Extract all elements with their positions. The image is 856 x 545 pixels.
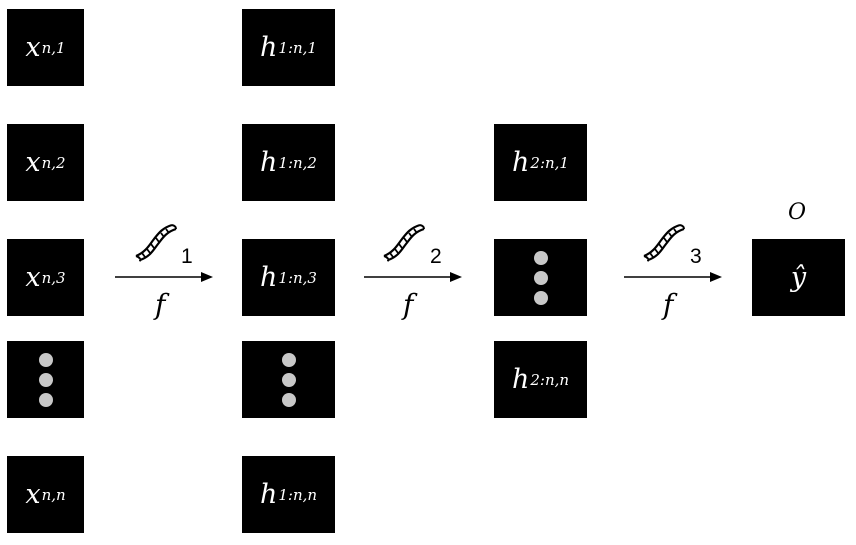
node-symbol: h: [260, 147, 278, 178]
node-symbol: h: [260, 32, 278, 63]
arrow-1: [115, 272, 213, 282]
input-ellipsis-node: [7, 341, 84, 418]
node-subscript: n,1: [41, 38, 66, 57]
node-subscript: 1:n,3: [278, 268, 317, 287]
node-subscript: n,3: [41, 268, 66, 287]
step-number-1: 1: [181, 245, 193, 268]
arrow-2: [364, 272, 462, 282]
node-subscript: n,n: [41, 485, 66, 504]
node-symbol: h: [260, 262, 278, 293]
output-node: ŷ: [752, 239, 845, 316]
ellipsis-dots: [38, 352, 53, 407]
node-symbol: h: [259, 479, 278, 510]
step-number-3: 3: [690, 245, 702, 268]
node-symbol: x: [25, 147, 41, 178]
dna-icon: [382, 223, 426, 262]
node-symbol: h: [512, 147, 530, 178]
dna-icon: [134, 223, 178, 262]
output-label: O: [788, 200, 807, 225]
step-number-2: 2: [430, 245, 442, 268]
node-symbol: x: [25, 262, 41, 293]
node-subscript: 1:n,2: [278, 153, 317, 172]
function-label-2: f: [403, 288, 414, 321]
node-symbol: x: [25, 32, 41, 63]
node-subscript: 1:n,1: [278, 38, 317, 57]
node-symbol: x: [25, 479, 41, 510]
node-subscript: n,2: [41, 153, 66, 172]
hidden2-ellipsis-node: [494, 239, 587, 316]
function-label-1: f: [155, 288, 166, 321]
function-label-3: f: [663, 288, 674, 321]
node-subscript: 2:n,n: [530, 370, 570, 389]
dna-icon: [642, 223, 686, 262]
hidden1-ellipsis-node: [242, 341, 335, 418]
node-subscript: 2:n,1: [530, 153, 569, 172]
ellipsis-dots: [533, 250, 548, 305]
output-symbol: ŷ: [790, 262, 807, 293]
node-symbol: h: [511, 364, 530, 395]
ellipsis-dots: [281, 352, 296, 407]
arrow-3: [624, 272, 722, 282]
node-subscript: 1:n,n: [278, 485, 318, 504]
